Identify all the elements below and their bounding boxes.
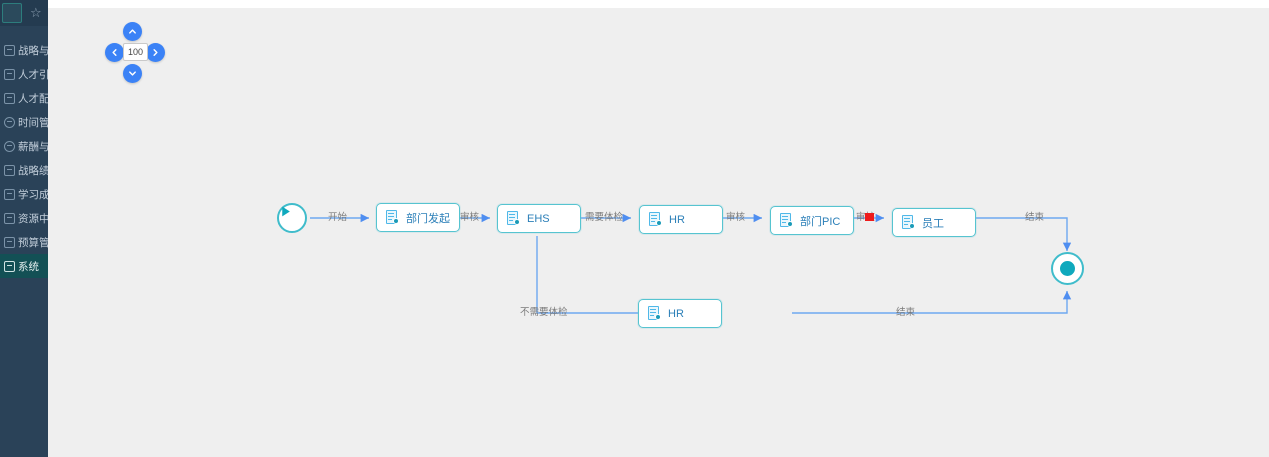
edge-label-start: 开始 xyxy=(328,212,348,223)
flow-node-label: HR xyxy=(669,213,685,226)
sidebar-item-label: 资源中心 xyxy=(18,212,48,225)
person-config-icon xyxy=(4,92,15,104)
flow-graph: 部门发起 EHS HR 部门PIC 员工 xyxy=(48,8,1269,457)
system-icon xyxy=(4,260,15,272)
flow-node-label: 员工 xyxy=(922,217,944,230)
flow-node-label: 部门发起 xyxy=(406,212,450,225)
resource-icon xyxy=(4,212,15,224)
pan-up-button[interactable] xyxy=(123,22,142,41)
flow-node-label: HR xyxy=(668,307,684,320)
sidebar-item-3[interactable]: 人才配置 xyxy=(0,86,48,110)
money-icon xyxy=(4,140,15,152)
sidebar-item-label: 学习成长 xyxy=(18,188,48,201)
edge-label-end-bottom: 结束 xyxy=(896,307,916,318)
flow-node-bumen-faqi[interactable]: 部门发起 xyxy=(376,203,460,232)
flow-node-ehs[interactable]: EHS xyxy=(497,204,581,233)
zoom-pan-control[interactable]: 100 xyxy=(102,18,165,83)
sidebar-item-7[interactable]: 学习成长 xyxy=(0,182,48,206)
filled-circle-icon xyxy=(1060,261,1075,276)
validation-error-marker[interactable] xyxy=(865,213,874,221)
sidebar-item-10[interactable]: 系统 xyxy=(0,254,48,278)
edge-label-end-top: 结束 xyxy=(1025,212,1045,223)
sidebar-item-label: 时间管理 xyxy=(18,116,48,129)
flow-node-label: EHS xyxy=(527,212,550,225)
sidebar-item-1[interactable]: 战略与组织 xyxy=(0,38,48,62)
sidebar-item-6[interactable]: 战略绩效 xyxy=(0,158,48,182)
flow-edges xyxy=(310,213,1072,318)
flow-node-bumen-pic[interactable]: 部门PIC xyxy=(770,206,854,235)
sidebar-item-label: 战略与组织 xyxy=(18,44,48,57)
sidebar-item-8[interactable]: 资源中心 xyxy=(0,206,48,230)
zoom-level-input[interactable]: 100 xyxy=(123,43,148,61)
pan-right-button[interactable] xyxy=(146,43,165,62)
clock-icon xyxy=(4,116,15,128)
book-icon xyxy=(4,188,15,200)
chart-icon xyxy=(4,164,15,176)
edge-label-review-2: 审核 xyxy=(726,212,746,223)
play-icon xyxy=(282,206,290,217)
document-icon xyxy=(386,210,399,225)
sidebar-item-label: 人才配置 xyxy=(18,92,48,105)
sidebar-item-5[interactable]: 薪酬与激励 xyxy=(0,134,48,158)
end-node[interactable] xyxy=(1051,252,1084,285)
pan-down-button[interactable] xyxy=(123,64,142,83)
flow-node-label: 部门PIC xyxy=(800,215,841,228)
sidebar-item-label: 系统 xyxy=(18,260,39,273)
sidebar-item-9[interactable]: 预算管理 xyxy=(0,230,48,254)
sidebar: ☆ 战略与组织人才引进人才配置时间管理薪酬与激励战略绩效学习成长资源中心预算管理… xyxy=(0,0,48,457)
panel-icon[interactable] xyxy=(2,3,22,23)
edge-label-review-1: 审核 xyxy=(460,212,480,223)
sidebar-item-label: 薪酬与激励 xyxy=(18,140,48,153)
strategy-icon xyxy=(4,44,15,56)
pan-left-button[interactable] xyxy=(105,43,124,62)
sidebar-header: ☆ xyxy=(0,0,48,26)
flow-node-yuangong[interactable]: 员工 xyxy=(892,208,976,237)
sidebar-item-2[interactable]: 人才引进 xyxy=(0,62,48,86)
sidebar-item-label: 人才引进 xyxy=(18,68,48,81)
flow-node-hr-top[interactable]: HR xyxy=(639,205,723,234)
document-icon xyxy=(648,306,661,321)
sidebar-item-4[interactable]: 时间管理 xyxy=(0,110,48,134)
document-icon xyxy=(649,212,662,227)
person-add-icon xyxy=(4,68,15,80)
document-icon xyxy=(780,213,793,228)
flow-node-hr-bottom[interactable]: HR xyxy=(638,299,722,328)
document-icon xyxy=(507,211,520,226)
start-node[interactable] xyxy=(277,203,307,233)
edge-label-need-checkup: 需要体检 xyxy=(585,212,624,223)
sidebar-item-label: 预算管理 xyxy=(18,236,48,249)
document-icon xyxy=(902,215,915,230)
star-icon[interactable]: ☆ xyxy=(30,5,42,20)
edge-label-no-checkup: 不需要体检 xyxy=(520,307,568,318)
budget-icon xyxy=(4,236,15,248)
flow-canvas[interactable]: 100 xyxy=(48,8,1269,457)
canvas-top-strip xyxy=(48,0,1269,8)
sidebar-item-label: 战略绩效 xyxy=(18,164,48,177)
